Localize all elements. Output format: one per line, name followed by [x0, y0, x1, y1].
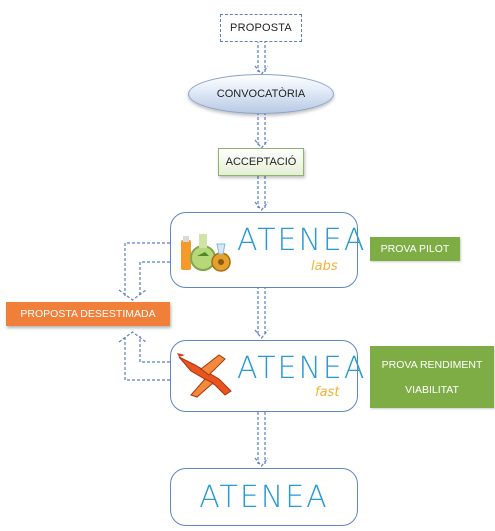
convocatoria-label: CONVOCATÒRIA	[216, 88, 306, 100]
atenea-labs-sub: labs	[311, 259, 338, 274]
atenea-final-node: ATENEA	[170, 468, 358, 526]
atenea-fast-node: ATENEA fast	[170, 340, 364, 412]
proposta-desestimada-label: PROPOSTA DESESTIMADA	[20, 308, 156, 320]
prova-rendiment-badge: PROVA RENDIMENT VIABILITAT	[370, 346, 494, 408]
proposta-node: PROPOSTA	[220, 14, 302, 42]
proposta-desestimada-node: PROPOSTA DESESTIMADA	[6, 302, 170, 326]
proposta-label: PROPOSTA	[230, 22, 292, 34]
arrow-labs-fast	[257, 286, 266, 336]
arrow-fast-desestimada	[124, 336, 170, 381]
arrow-labs-desestimada	[124, 242, 170, 296]
acceptacio-label: ACCEPTACIÓ	[225, 156, 297, 168]
lab-flasks-icon	[181, 234, 231, 272]
atenea-fast-brand: ATENEA	[237, 351, 367, 386]
arrow-convocatoria-acceptacio	[257, 112, 266, 146]
convocatoria-node: CONVOCATÒRIA	[188, 74, 334, 114]
arrow-fast-final	[257, 412, 266, 464]
atenea-fast-sub: fast	[315, 385, 340, 400]
viabilitat-label: VIABILITAT	[405, 383, 459, 396]
prova-pilot-badge: PROVA PILOT	[370, 237, 460, 261]
arrow-proposta-convocatoria	[257, 40, 266, 72]
atenea-labs-node: ATENEA labs	[170, 212, 364, 288]
airplane-icon	[177, 353, 232, 398]
acceptacio-node: ACCEPTACIÓ	[218, 148, 304, 176]
atenea-labs-brand: ATENEA	[237, 223, 367, 258]
prova-pilot-label: PROVA PILOT	[380, 243, 450, 255]
arrow-acceptacio-labs	[257, 176, 266, 208]
prova-rendiment-label: PROVA RENDIMENT	[381, 358, 483, 371]
atenea-final-brand: ATENEA	[199, 479, 329, 515]
